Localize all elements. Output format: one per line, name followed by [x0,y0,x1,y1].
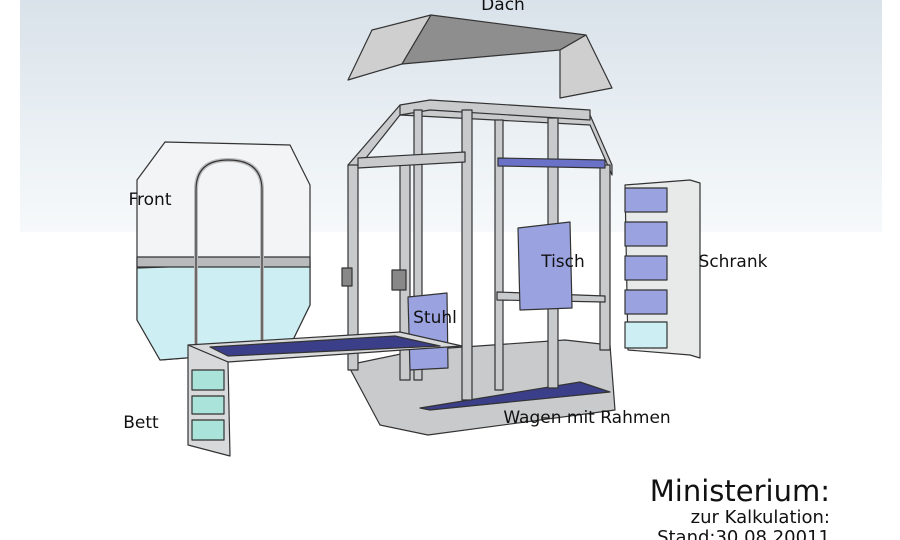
bed-part [187,331,463,457]
label-cabinet: Schrank [698,252,768,272]
chair-part [407,292,449,371]
label-table: Tisch [541,252,585,272]
title-status: Stand:30.08.20011 [657,527,830,540]
front-part [136,141,311,361]
label-roof: Dach [481,0,525,15]
table-part [517,221,573,311]
frame-part [341,99,613,401]
label-bed: Bett [123,413,159,433]
label-chair: Stuhl [413,308,457,328]
title-heading: Ministerium: [649,474,830,508]
roof-part [347,14,613,99]
label-wagon: Wagen mit Rahmen [503,408,671,428]
title-subheading: zur Kalkulation: [690,507,830,528]
cabinet-part [624,179,701,359]
label-front: Front [128,190,172,210]
